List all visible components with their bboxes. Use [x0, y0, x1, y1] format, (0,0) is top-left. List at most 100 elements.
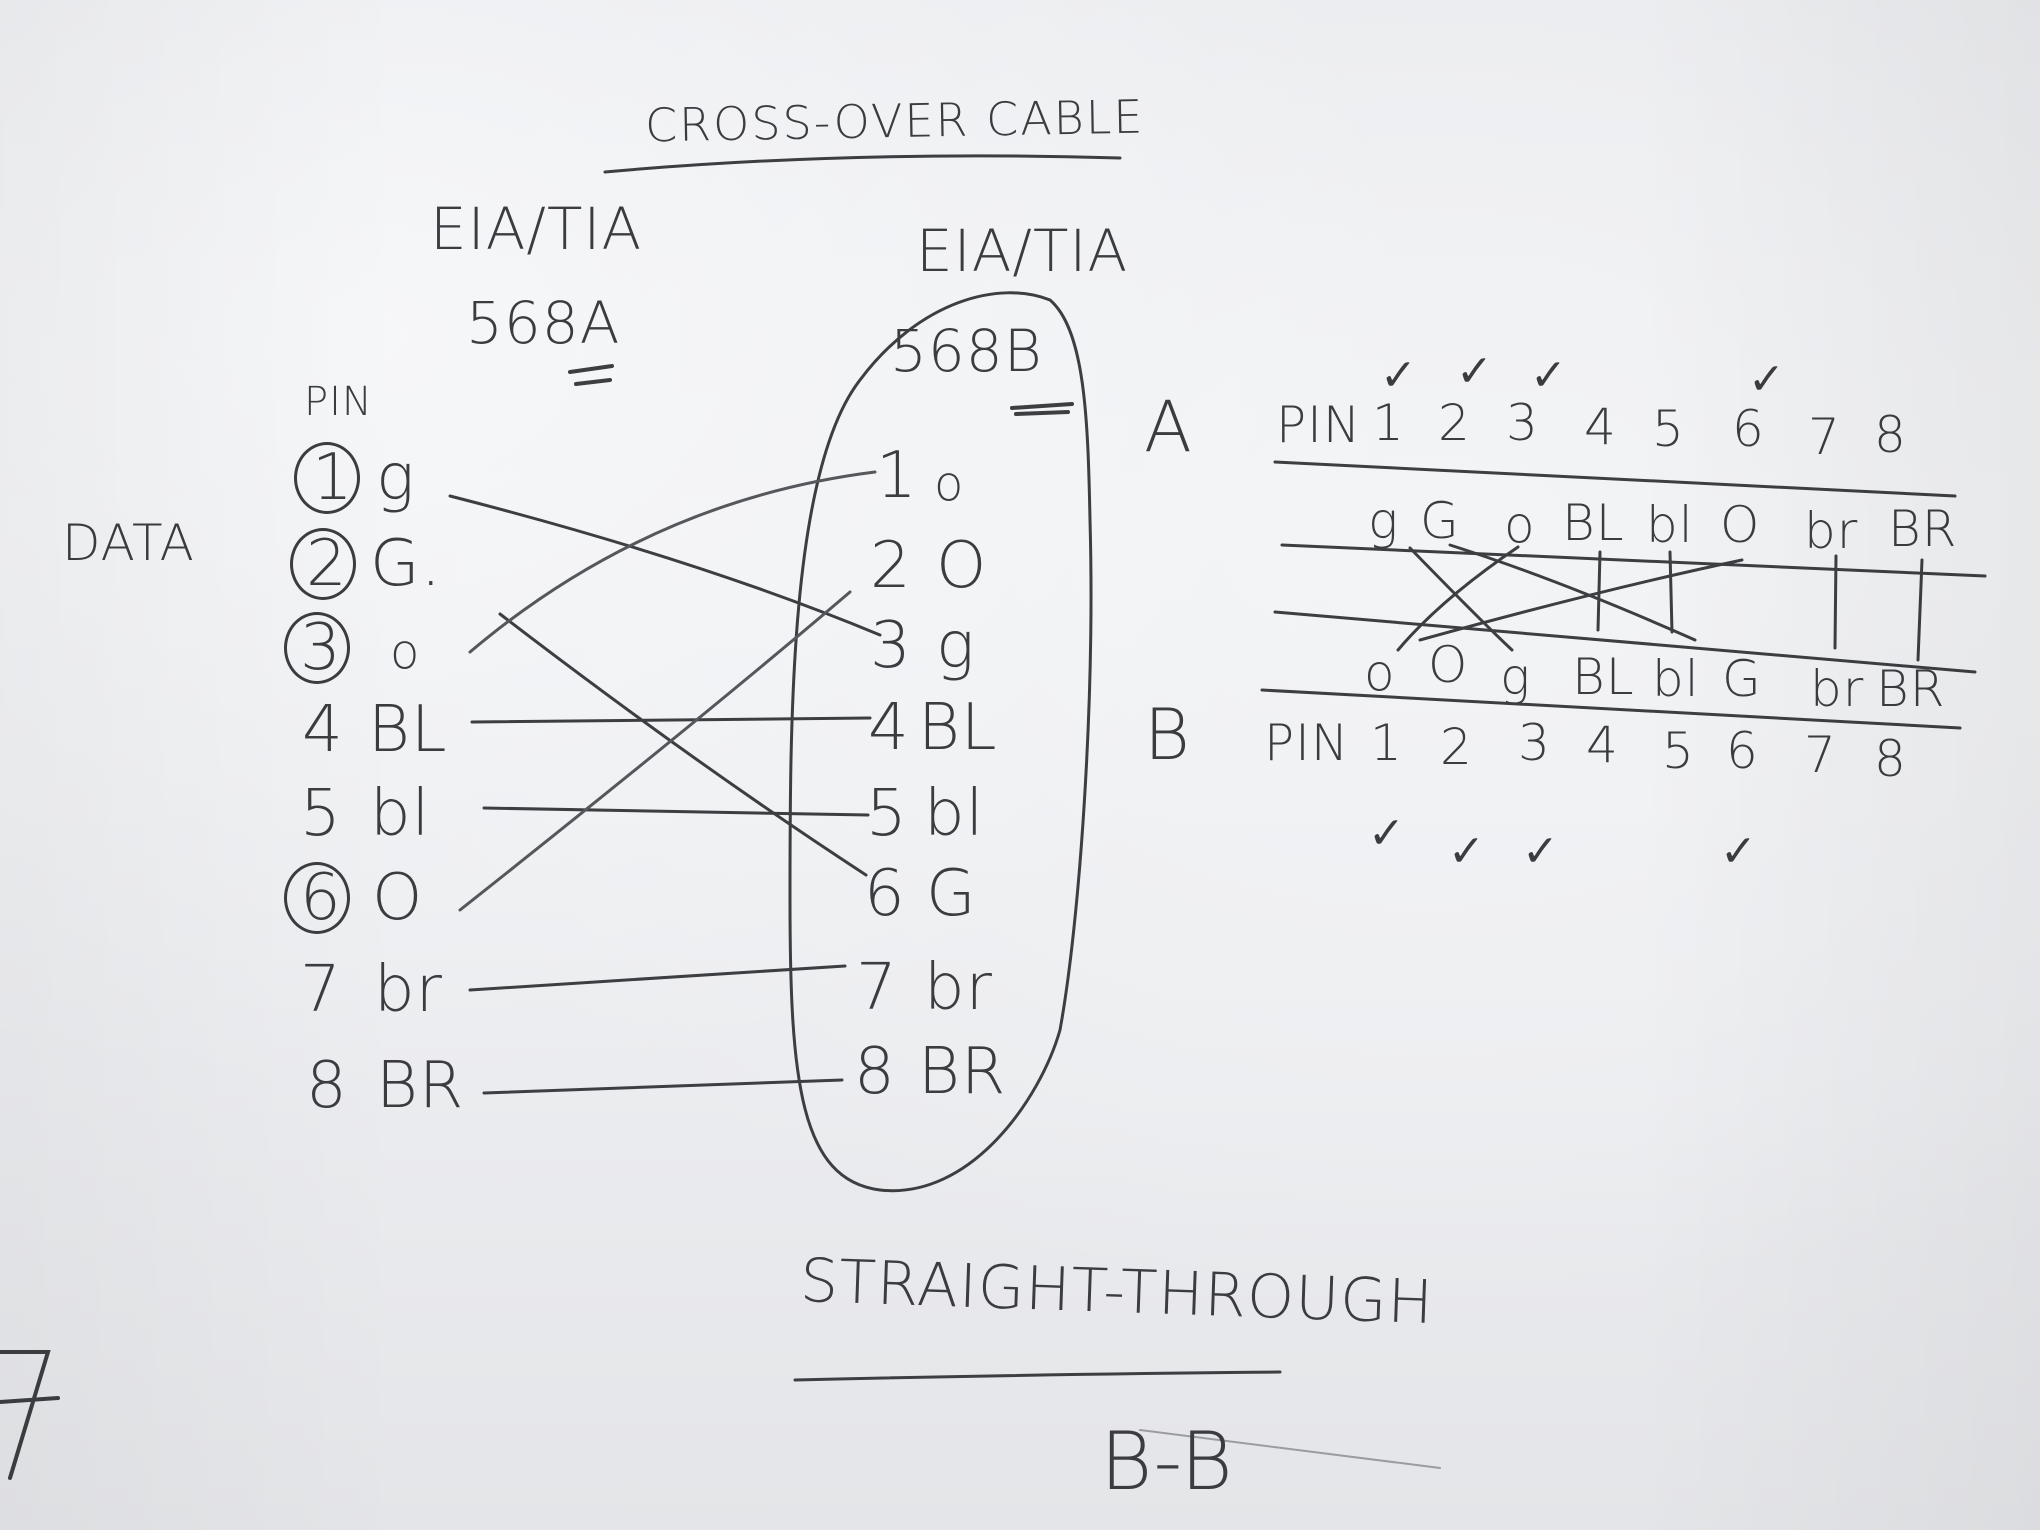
- pin-circle-2: [290, 528, 356, 600]
- right-pin-num: 8: [854, 1035, 896, 1109]
- 568b-loop: [788, 291, 1093, 1193]
- left-pin-color: O: [372, 861, 424, 935]
- table-pin-label-b: PIN: [1264, 714, 1350, 772]
- left-standard-code: 568A: [466, 289, 621, 357]
- check-icon: ✓: [1748, 354, 1786, 405]
- table-number: 4: [1584, 398, 1617, 456]
- table-rule-2: [1280, 543, 1987, 578]
- left-pin-num: 3: [300, 611, 342, 685]
- map-G: [1448, 543, 1697, 642]
- right-pin-color: o: [934, 456, 965, 512]
- map-o: [1396, 545, 1520, 652]
- table-color-a: BR: [1888, 500, 1958, 558]
- table-number: 2: [1438, 394, 1471, 452]
- wire-3-to-1: [468, 470, 877, 654]
- map-g: [1408, 546, 1514, 652]
- left-pin-num: 7: [300, 953, 342, 1027]
- check-icon: ✓: [1456, 346, 1494, 397]
- right-pin-color: bl: [924, 777, 985, 851]
- pin-circle-3: [284, 612, 350, 684]
- table-color-a: O: [1720, 496, 1761, 554]
- map-BR: [1916, 558, 1924, 662]
- left-pin-color: bl: [370, 777, 431, 851]
- left-pin-num: 2: [306, 527, 348, 601]
- right-standard-name: EIA/TIA: [916, 217, 1129, 285]
- table-label-a: A: [1144, 386, 1193, 468]
- table-rule-1: [1273, 460, 1957, 498]
- table-number: 2: [1440, 718, 1473, 776]
- table-number: 4: [1586, 716, 1619, 774]
- right-pin-num: 3: [870, 609, 912, 683]
- table-number: 8: [1874, 406, 1907, 464]
- left-pin-color: BL: [368, 693, 448, 767]
- right-pin-num: 7: [856, 951, 898, 1025]
- table-color-b: br: [1810, 660, 1865, 718]
- pin-circle-1: [294, 442, 360, 514]
- table-number: 1: [1372, 394, 1405, 452]
- table-pin-label-a: PIN: [1276, 396, 1362, 454]
- table-number: 3: [1518, 714, 1551, 772]
- check-icon: ✓: [1530, 350, 1568, 401]
- margin-mark: 7: [0, 1340, 88, 1480]
- pin-circle-6: [284, 862, 350, 934]
- wire-1-to-3: [448, 494, 882, 637]
- table-number: 5: [1652, 400, 1685, 458]
- right-pin-num: 1: [876, 439, 918, 513]
- table-number: 7: [1804, 726, 1837, 784]
- map-O: [1418, 558, 1744, 642]
- right-pin-color: BL: [918, 691, 998, 765]
- table-color-a: G: [1420, 492, 1460, 550]
- map-bl: [1668, 550, 1674, 634]
- straight-through-pair: B-B: [1100, 1415, 1234, 1508]
- table-color-a: bl: [1646, 496, 1694, 554]
- pin-header: PIN: [304, 379, 373, 425]
- table-color-b: BL: [1572, 648, 1635, 706]
- map-BL: [1596, 550, 1602, 632]
- right-standard-code: 568B: [890, 317, 1043, 385]
- title-underline: [603, 154, 1122, 174]
- left-pin-color: BR: [376, 1049, 465, 1123]
- right-pin-num: 5: [866, 777, 908, 851]
- data-label: DATA: [62, 514, 195, 572]
- table-number: 8: [1874, 730, 1907, 788]
- left-pin-num: 5: [300, 777, 342, 851]
- title: CROSS-OVER CABLE: [644, 89, 1145, 153]
- check-icon: ✓: [1380, 350, 1418, 401]
- table-label-b: B: [1144, 694, 1191, 776]
- table-color-a: g: [1368, 492, 1400, 550]
- left-pin-color: G.: [370, 527, 442, 601]
- check-icon: ✓: [1448, 826, 1486, 877]
- 568a-underline: [568, 364, 614, 386]
- table-color-a: BL: [1562, 494, 1625, 552]
- table-number: 3: [1506, 394, 1539, 452]
- left-pin-num: 4: [302, 693, 344, 767]
- check-icon: ✓: [1368, 808, 1406, 859]
- left-pin-num: 1: [312, 441, 354, 515]
- table-number: 7: [1808, 408, 1841, 466]
- right-pin-num: 4: [868, 691, 910, 765]
- check-icon: ✓: [1522, 826, 1560, 877]
- left-standard-name: EIA/TIA: [430, 195, 643, 263]
- margin-seven: [0, 1350, 60, 1480]
- table-color-b: bl: [1652, 650, 1700, 708]
- 568b-underline: [1010, 402, 1074, 416]
- wire-6-to-2: [458, 590, 852, 912]
- table-color-b: o: [1364, 644, 1396, 702]
- table-color-b: BR: [1876, 660, 1946, 718]
- wire-5: [482, 806, 870, 817]
- right-pin-color: br: [924, 951, 993, 1025]
- map-br: [1833, 554, 1838, 650]
- wire-8: [482, 1078, 844, 1095]
- table-rule-3: [1273, 610, 1977, 674]
- right-pin-color: BR: [918, 1035, 1007, 1109]
- table-number: 6: [1726, 722, 1759, 780]
- table-color-a: o: [1504, 496, 1536, 554]
- table-number: 5: [1662, 722, 1695, 780]
- table-rule-4: [1260, 688, 1962, 730]
- right-pin-color: O: [936, 529, 988, 603]
- wire-7: [468, 964, 847, 992]
- left-pin-num: 6: [300, 861, 342, 935]
- wire-2-to-6: [498, 612, 868, 877]
